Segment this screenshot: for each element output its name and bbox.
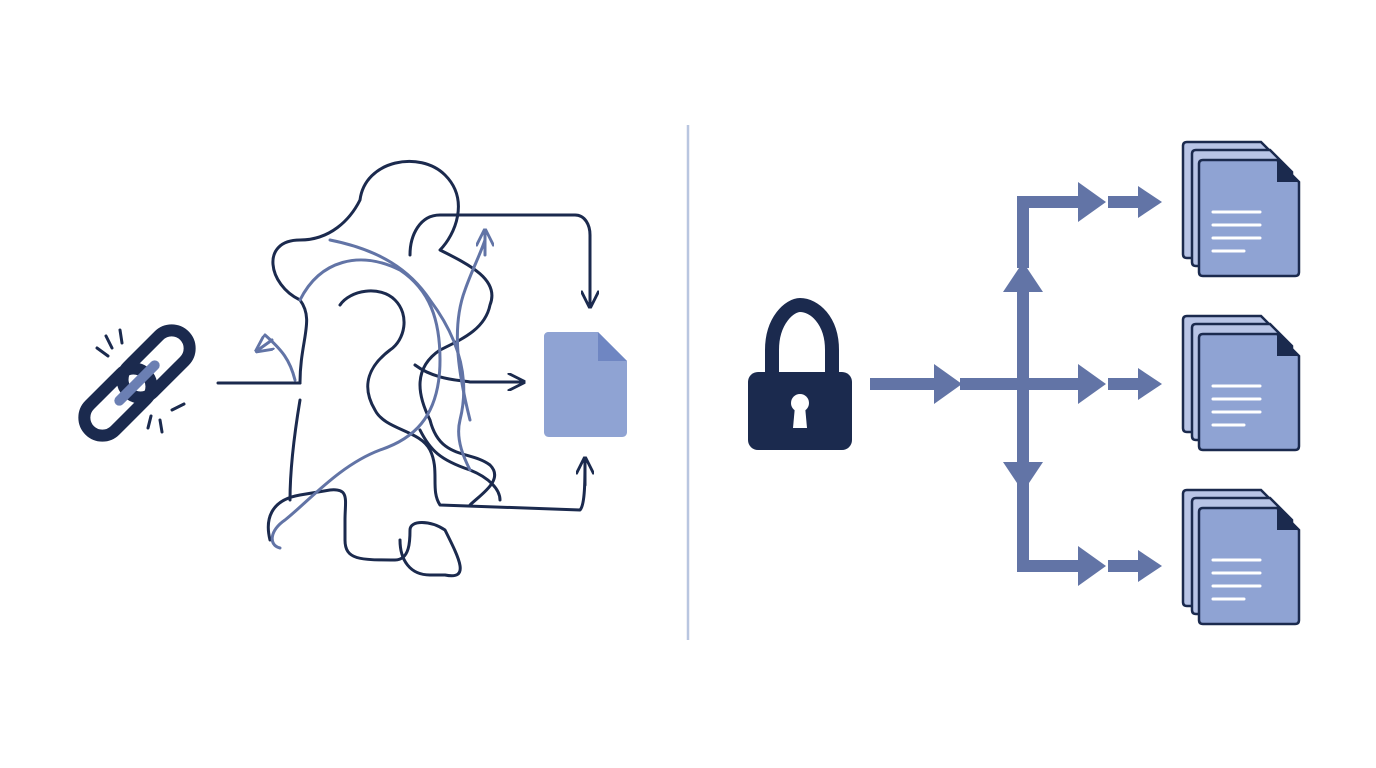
tangle-path-steel-b (328, 238, 472, 472)
arrow-back-steel (258, 340, 272, 350)
tangled-path-network (216, 159, 592, 578)
document-stack-icon (1181, 140, 1301, 278)
single-document-icon (544, 332, 627, 437)
broken-chain-icon (78, 324, 196, 442)
document-stack-icon (1181, 488, 1301, 626)
tangle-path-steel-c (455, 238, 487, 422)
tangle-path-steel-a (270, 258, 442, 550)
tangle-path-inner (288, 289, 587, 512)
right-panel-secure-distribution (748, 140, 1301, 626)
tangle-path-bottom (266, 488, 462, 578)
tangle-path-outer (271, 159, 497, 507)
distribution-arrows (870, 182, 1162, 586)
document-stacks (1181, 140, 1301, 626)
document-stack-icon (1181, 314, 1301, 452)
tangle-path-loop-right (408, 213, 592, 302)
tangle-path-mid (413, 363, 522, 384)
left-panel-tangled-links (78, 159, 627, 578)
padlock-icon (748, 297, 852, 450)
